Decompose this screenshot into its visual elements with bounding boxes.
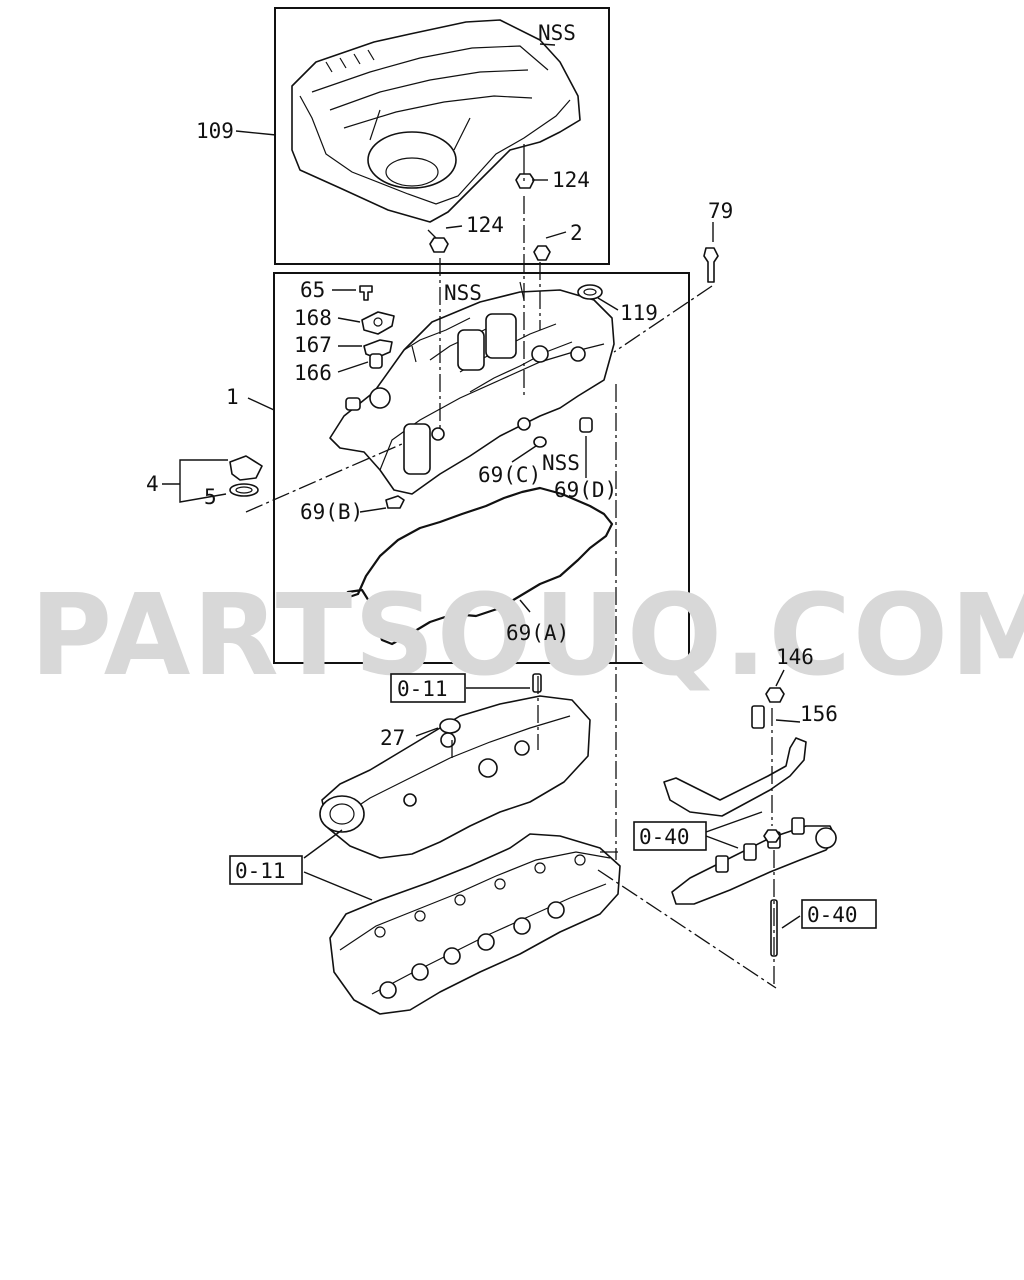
label-168: 168 [294, 306, 332, 330]
cylinder-head-assembly [319, 673, 621, 1015]
label-124b: 124 [466, 213, 504, 237]
gasket-69a [338, 486, 614, 646]
fuel-rail-assembly [663, 687, 837, 957]
label-69b: 69(B) [300, 500, 363, 524]
label-nss-low: NSS [542, 451, 580, 475]
part-labels: NSS 109 124 124 2 79 65 NSS 119 168 167 … [146, 21, 838, 750]
cover-small-parts [229, 173, 719, 509]
engine-cover [291, 19, 581, 223]
label-nss-mid: NSS [444, 281, 482, 305]
label-146: 146 [776, 645, 814, 669]
label-109: 109 [196, 119, 234, 143]
label-2: 2 [570, 221, 583, 245]
ref-0-40-b-label: 0-40 [807, 903, 858, 927]
label-156: 156 [800, 702, 838, 726]
engine-cover-frame [274, 7, 610, 265]
label-79: 79 [708, 199, 733, 223]
label-166: 166 [294, 361, 332, 385]
cylinder-head-cover [329, 281, 615, 495]
ref-box-0-11-top[interactable]: 0-11 [390, 673, 466, 703]
label-167: 167 [294, 333, 332, 357]
label-69a: 69(A) [506, 621, 569, 645]
ref-0-11-low-label: 0-11 [235, 859, 286, 883]
label-124a: 124 [552, 168, 590, 192]
watermark: PARTSOUQ.COM [30, 571, 1024, 701]
label-69d: 69(D) [554, 478, 617, 502]
label-nss-top: NSS [538, 21, 576, 45]
leader-lines [162, 43, 801, 929]
label-65: 65 [300, 278, 325, 302]
ref-0-11-top-label: 0-11 [397, 677, 448, 701]
label-5: 5 [204, 485, 217, 509]
ref-box-0-40-b[interactable]: 0-40 [801, 899, 877, 929]
ref-box-0-11-low[interactable]: 0-11 [229, 855, 303, 885]
label-1: 1 [226, 385, 239, 409]
assembly-lines [245, 144, 777, 989]
label-27: 27 [380, 726, 405, 750]
ref-box-0-40-a[interactable]: 0-40 [633, 821, 707, 851]
ref-0-40-a-label: 0-40 [639, 825, 690, 849]
label-119: 119 [620, 301, 658, 325]
label-4: 4 [146, 472, 159, 496]
cylinder-head-cover-frame [273, 272, 690, 664]
label-69c: 69(C) [478, 463, 541, 487]
